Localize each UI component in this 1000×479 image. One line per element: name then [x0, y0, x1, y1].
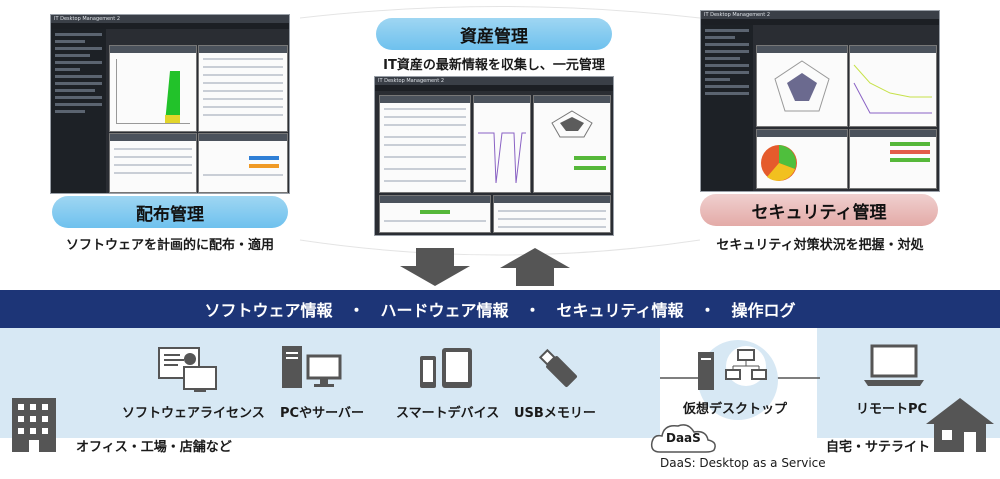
- software-license-label: ソフトウェアライセンス: [122, 402, 265, 421]
- pc-server-icon: [280, 344, 344, 392]
- daas-caption: DaaS: Desktop as a Service: [660, 456, 826, 470]
- distribution-screenshot: IT Desktop Management 2: [50, 14, 290, 194]
- laptop-icon: [864, 344, 924, 388]
- arrow-up-icon: [500, 248, 570, 286]
- pc-server-label: PCやサーバー: [280, 402, 364, 421]
- distribution-title: 配布管理: [52, 196, 288, 228]
- screenshot-titlebar: IT Desktop Management 2: [51, 15, 289, 23]
- security-screenshot: IT Desktop Management 2: [700, 10, 940, 192]
- remote-pc-label: リモートPC: [856, 398, 927, 417]
- security-description: セキュリティ対策状況を把握・対処: [690, 234, 950, 253]
- license-certificate-icon: [158, 347, 218, 393]
- office-building-icon: [10, 396, 60, 454]
- screenshot-titlebar: IT Desktop Management 2: [701, 11, 939, 19]
- asset-screenshot: IT Desktop Management 2: [374, 76, 614, 236]
- daas-cloud-label: DaaS: [666, 431, 701, 445]
- home-location-label: 自宅・サテライト: [826, 436, 930, 455]
- virtual-desktop-icon: [696, 344, 780, 392]
- virtual-desktop-label: 仮想デスクトップ: [683, 398, 787, 417]
- usb-memory-label: USBメモリー: [514, 402, 596, 421]
- info-band: ソフトウェア情報 ・ ハードウェア情報 ・ セキュリティ情報 ・ 操作ログ: [0, 290, 1000, 328]
- security-title: セキュリティ管理: [700, 194, 938, 226]
- asset-title: 資産管理: [376, 18, 612, 50]
- usb-memory-icon: [534, 344, 582, 392]
- smart-device-icon: [418, 346, 474, 392]
- smart-device-label: スマートデバイス: [396, 402, 499, 421]
- office-location-label: オフィス・工場・店舗など: [76, 436, 232, 455]
- arrow-down-icon: [400, 248, 470, 286]
- distribution-description: ソフトウェアを計画的に配布・適用: [40, 234, 300, 253]
- house-icon: [924, 396, 996, 454]
- asset-description: IT資産の最新情報を収集し、一元管理: [364, 54, 624, 73]
- screenshot-titlebar: IT Desktop Management 2: [375, 77, 613, 85]
